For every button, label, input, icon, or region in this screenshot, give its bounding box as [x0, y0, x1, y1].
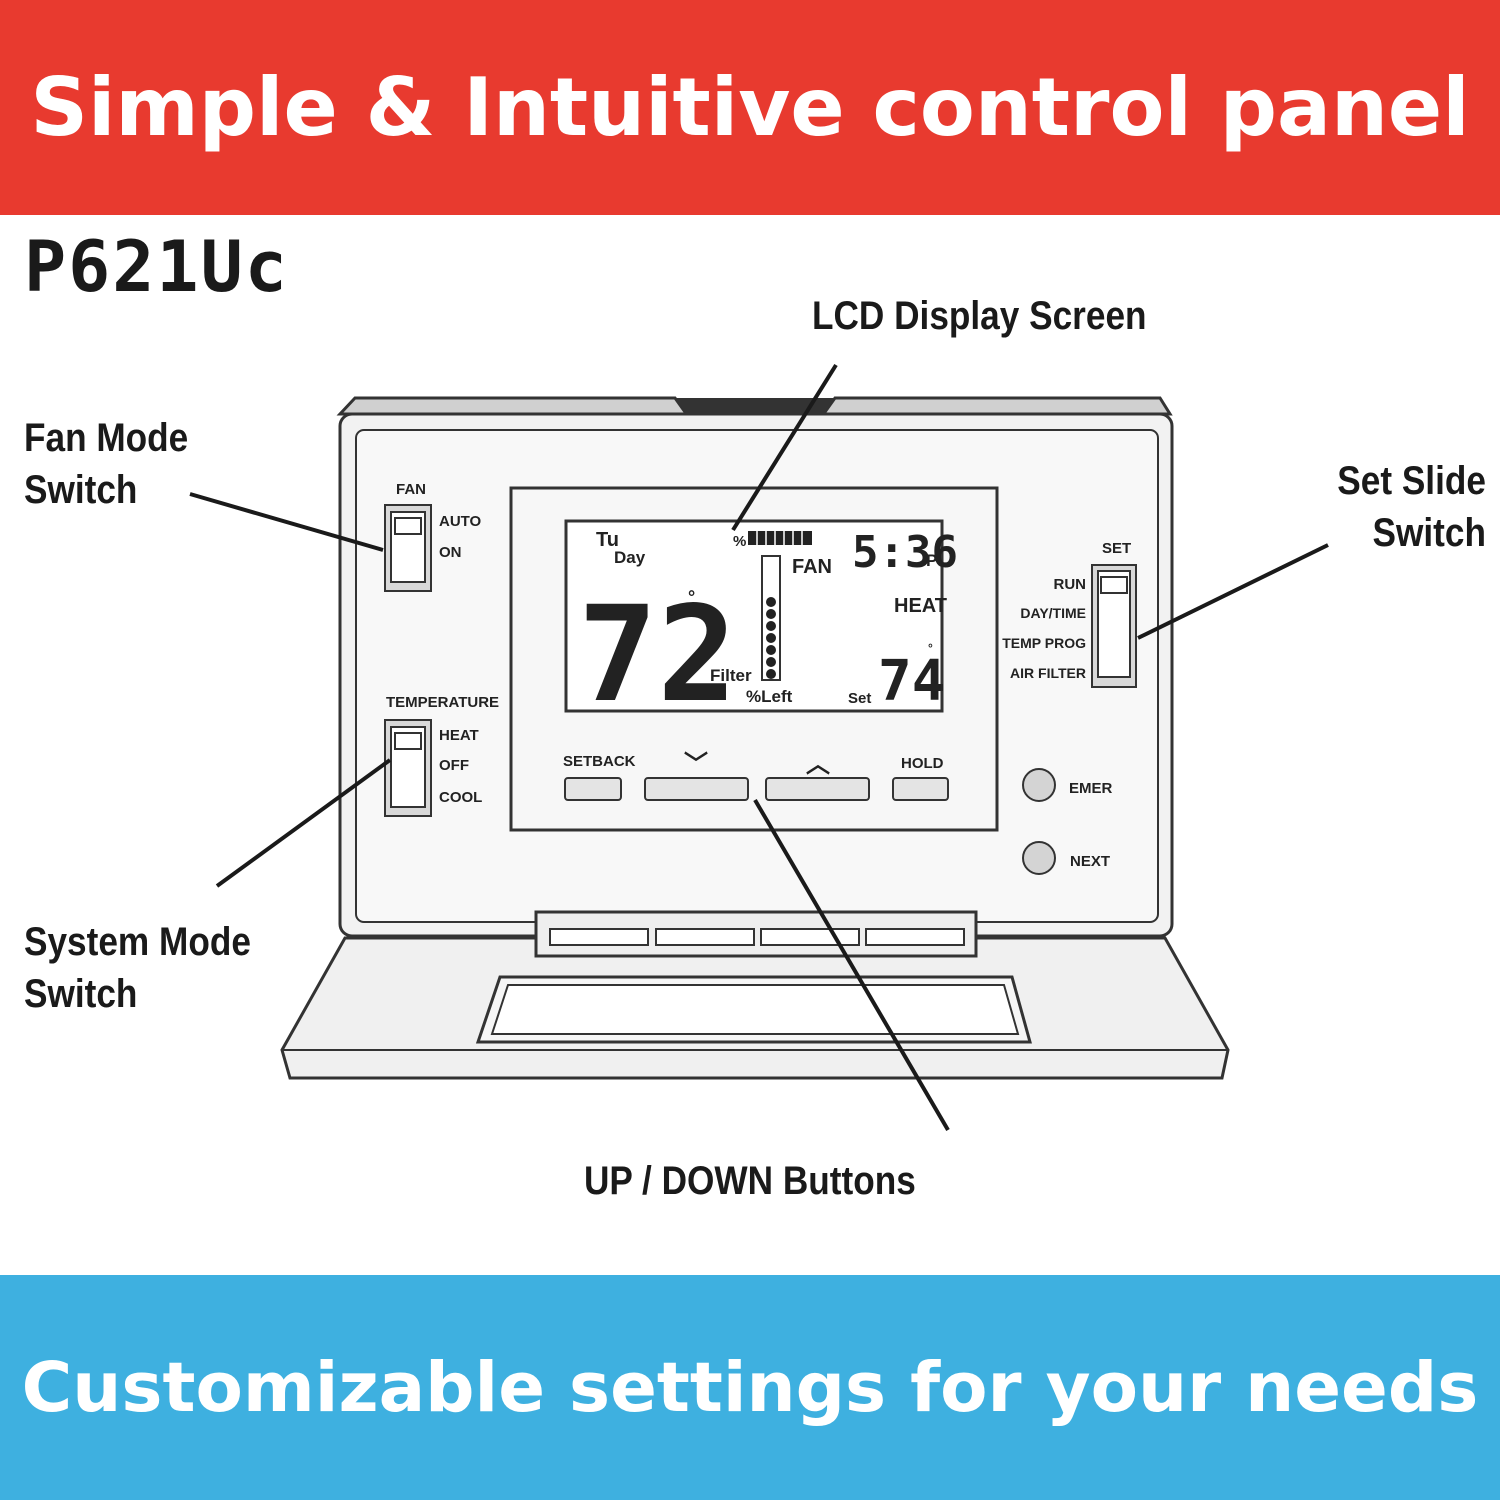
fan-option-on: ON [439, 544, 462, 561]
lcd-day-top: Tu [596, 529, 619, 551]
temp-option-cool: COOL [439, 789, 482, 806]
set-option-tempprog: TEMP PROG [1002, 635, 1086, 651]
bottom-banner: Customizable settings for your needs [0, 1275, 1500, 1500]
callout-system-mode-line1: System Mode [24, 920, 251, 964]
lcd-fan: FAN [792, 556, 832, 578]
lcd-percent: % [733, 533, 746, 550]
lcd-set-degree: ° [928, 641, 933, 655]
up-button[interactable] [765, 777, 870, 801]
lcd-set-temp: 74 [878, 649, 945, 714]
fan-switch-knob [394, 517, 422, 535]
lcd-time-suffix: P [926, 551, 937, 570]
thermostat-diagram: FAN AUTO ON TEMPERATURE HEAT OFF COOL SE… [189, 363, 1329, 1132]
temp-option-off: OFF [439, 757, 469, 774]
emer-label: EMER [1069, 780, 1113, 797]
lcd-filter: Filter [710, 666, 752, 685]
callout-lcd: LCD Display Screen [812, 290, 1147, 342]
fan-switch-title: FAN [396, 481, 426, 498]
leader-lines [189, 363, 1329, 1132]
callout-up-down-text: UP / DOWN Buttons [584, 1159, 916, 1203]
hold-button[interactable] [892, 777, 949, 801]
lcd-heat: HEAT [894, 595, 947, 617]
hinge-slot [760, 928, 860, 946]
fan-option-auto: AUTO [439, 513, 482, 530]
lcd-degree: ° [688, 587, 695, 607]
model-number: P621Uc [24, 226, 289, 308]
top-banner-text: Simple & Intuitive control panel [30, 61, 1470, 154]
lcd-set-label: Set [848, 690, 871, 707]
callout-fan-mode-line2: Switch [24, 468, 138, 512]
leader-system [215, 758, 392, 888]
lcd-top-bar-segments [756, 531, 803, 545]
temp-option-heat: HEAT [439, 727, 479, 744]
lcd-percent-left: %Left [746, 687, 793, 706]
lcd-current-temp: 72 [578, 578, 737, 732]
callout-system-mode-line2: Switch [24, 972, 138, 1016]
lcd-time: 5:36 [852, 527, 958, 578]
leader-set [1137, 543, 1329, 640]
set-option-airfilter: AIR FILTER [1010, 665, 1086, 681]
lcd-filter-dots [766, 597, 776, 679]
down-button[interactable] [644, 777, 749, 801]
hinge-slot [655, 928, 755, 946]
hold-label: HOLD [901, 755, 944, 772]
next-label: NEXT [1070, 853, 1110, 870]
temp-switch-title: TEMPERATURE [386, 694, 499, 711]
temp-switch-knob [394, 732, 422, 750]
leader-updown [753, 798, 950, 1132]
lcd-screen [564, 519, 944, 713]
set-option-run: RUN [1054, 576, 1087, 593]
lcd-top-bar [748, 531, 812, 545]
leader-fan [189, 492, 384, 552]
next-button[interactable] [1022, 841, 1056, 875]
set-option-daytime: DAY/TIME [1020, 605, 1086, 621]
leader-lcd [731, 363, 838, 532]
set-slide-switch[interactable]: SET RUN DAY/TIME TEMP PROG AIR FILTER [1002, 540, 1137, 688]
setback-button[interactable] [564, 777, 622, 801]
callout-fan-mode-line1: Fan Mode [24, 416, 189, 460]
hinge-slot [865, 928, 965, 946]
callout-up-down: UP / DOWN Buttons [584, 1155, 916, 1207]
hinge-slot [549, 928, 649, 946]
set-switch-knob [1100, 576, 1128, 594]
set-switch-title: SET [1102, 540, 1131, 557]
callout-set-slide-line2: Switch [1372, 511, 1486, 555]
fan-mode-switch[interactable]: FAN AUTO ON [384, 481, 482, 592]
callout-system-mode: System Mode Switch [24, 916, 251, 1020]
up-arrow-icon: ︿ [806, 751, 830, 778]
callout-lcd-text: LCD Display Screen [812, 294, 1147, 338]
device-top-notch [675, 398, 835, 412]
top-banner: Simple & Intuitive control panel [0, 0, 1500, 215]
base-window-inner [490, 984, 1020, 1035]
callout-fan-mode: Fan Mode Switch [24, 412, 188, 516]
system-mode-switch[interactable]: TEMPERATURE HEAT OFF COOL [384, 694, 499, 817]
emer-button[interactable] [1022, 768, 1056, 802]
down-arrow-icon: ﹀ [684, 751, 708, 778]
lcd-day-bottom: Day [614, 548, 646, 567]
callout-set-slide: Set Slide Switch [1337, 455, 1486, 559]
bottom-banner-text: Customizable settings for your needs [21, 1347, 1479, 1428]
setback-label: SETBACK [563, 753, 636, 770]
callout-set-slide-line1: Set Slide [1337, 459, 1486, 503]
